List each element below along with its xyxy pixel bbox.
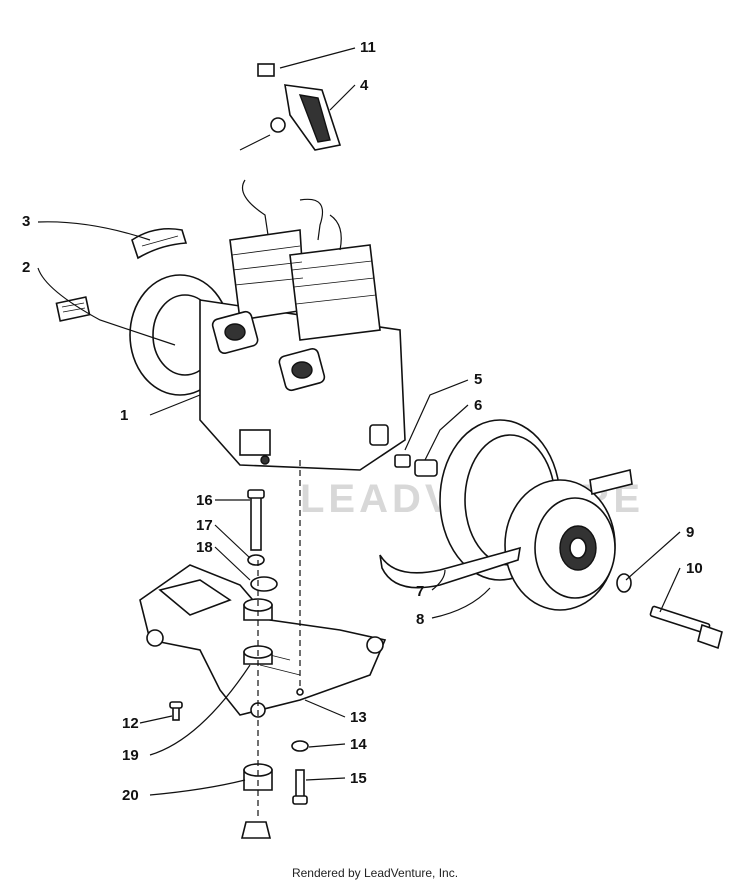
mount-bracket[interactable] — [270, 84, 342, 151]
drive-clutch[interactable] — [439, 419, 616, 611]
lower-washer[interactable] — [291, 740, 309, 752]
drive-belt[interactable] — [379, 469, 633, 589]
callout-6: 6 — [474, 397, 482, 414]
lock-washer[interactable] — [247, 554, 265, 566]
clip[interactable] — [257, 63, 275, 77]
nut[interactable] — [240, 821, 272, 839]
lower-bolt[interactable] — [292, 769, 308, 805]
callout-8: 8 — [416, 611, 424, 628]
callout-10: 10 — [686, 560, 703, 577]
callout-5: 5 — [474, 371, 482, 388]
flat-washer-upper[interactable] — [250, 576, 278, 592]
decal-small[interactable] — [55, 296, 91, 322]
footer-credit: Rendered by LeadVenture, Inc. — [291, 866, 459, 880]
callout-13: 13 — [350, 709, 367, 726]
mount-bolt[interactable] — [247, 489, 265, 551]
bushing[interactable] — [243, 763, 273, 791]
callout-3: 3 — [22, 213, 30, 230]
callout-15: 15 — [350, 770, 367, 787]
small-screw[interactable] — [169, 701, 183, 721]
rubber-mount-lower[interactable] — [243, 645, 273, 665]
callout-4: 4 — [360, 77, 369, 94]
callout-16: 16 — [196, 492, 213, 509]
decal-large[interactable] — [131, 227, 188, 260]
callout-1: 1 — [120, 407, 128, 424]
callout-18: 18 — [196, 539, 213, 556]
callout-9: 9 — [686, 524, 694, 541]
engine-mount-plate[interactable] — [139, 564, 387, 718]
callout-7: 7 — [416, 583, 424, 600]
callout-14: 14 — [350, 736, 367, 753]
callout-17: 17 — [196, 517, 213, 534]
callout-19: 19 — [122, 747, 139, 764]
clutch-bolt[interactable] — [649, 605, 723, 650]
callout-2: 2 — [22, 259, 30, 276]
engine-assembly[interactable] — [129, 179, 438, 477]
callout-11: 11 — [360, 39, 376, 56]
callout-20: 20 — [122, 787, 139, 804]
callout-labels: 1 2 3 4 5 6 7 8 9 10 11 12 13 14 15 16 1… — [22, 39, 703, 804]
leader-lines — [37, 47, 681, 796]
callout-12: 12 — [122, 715, 139, 732]
